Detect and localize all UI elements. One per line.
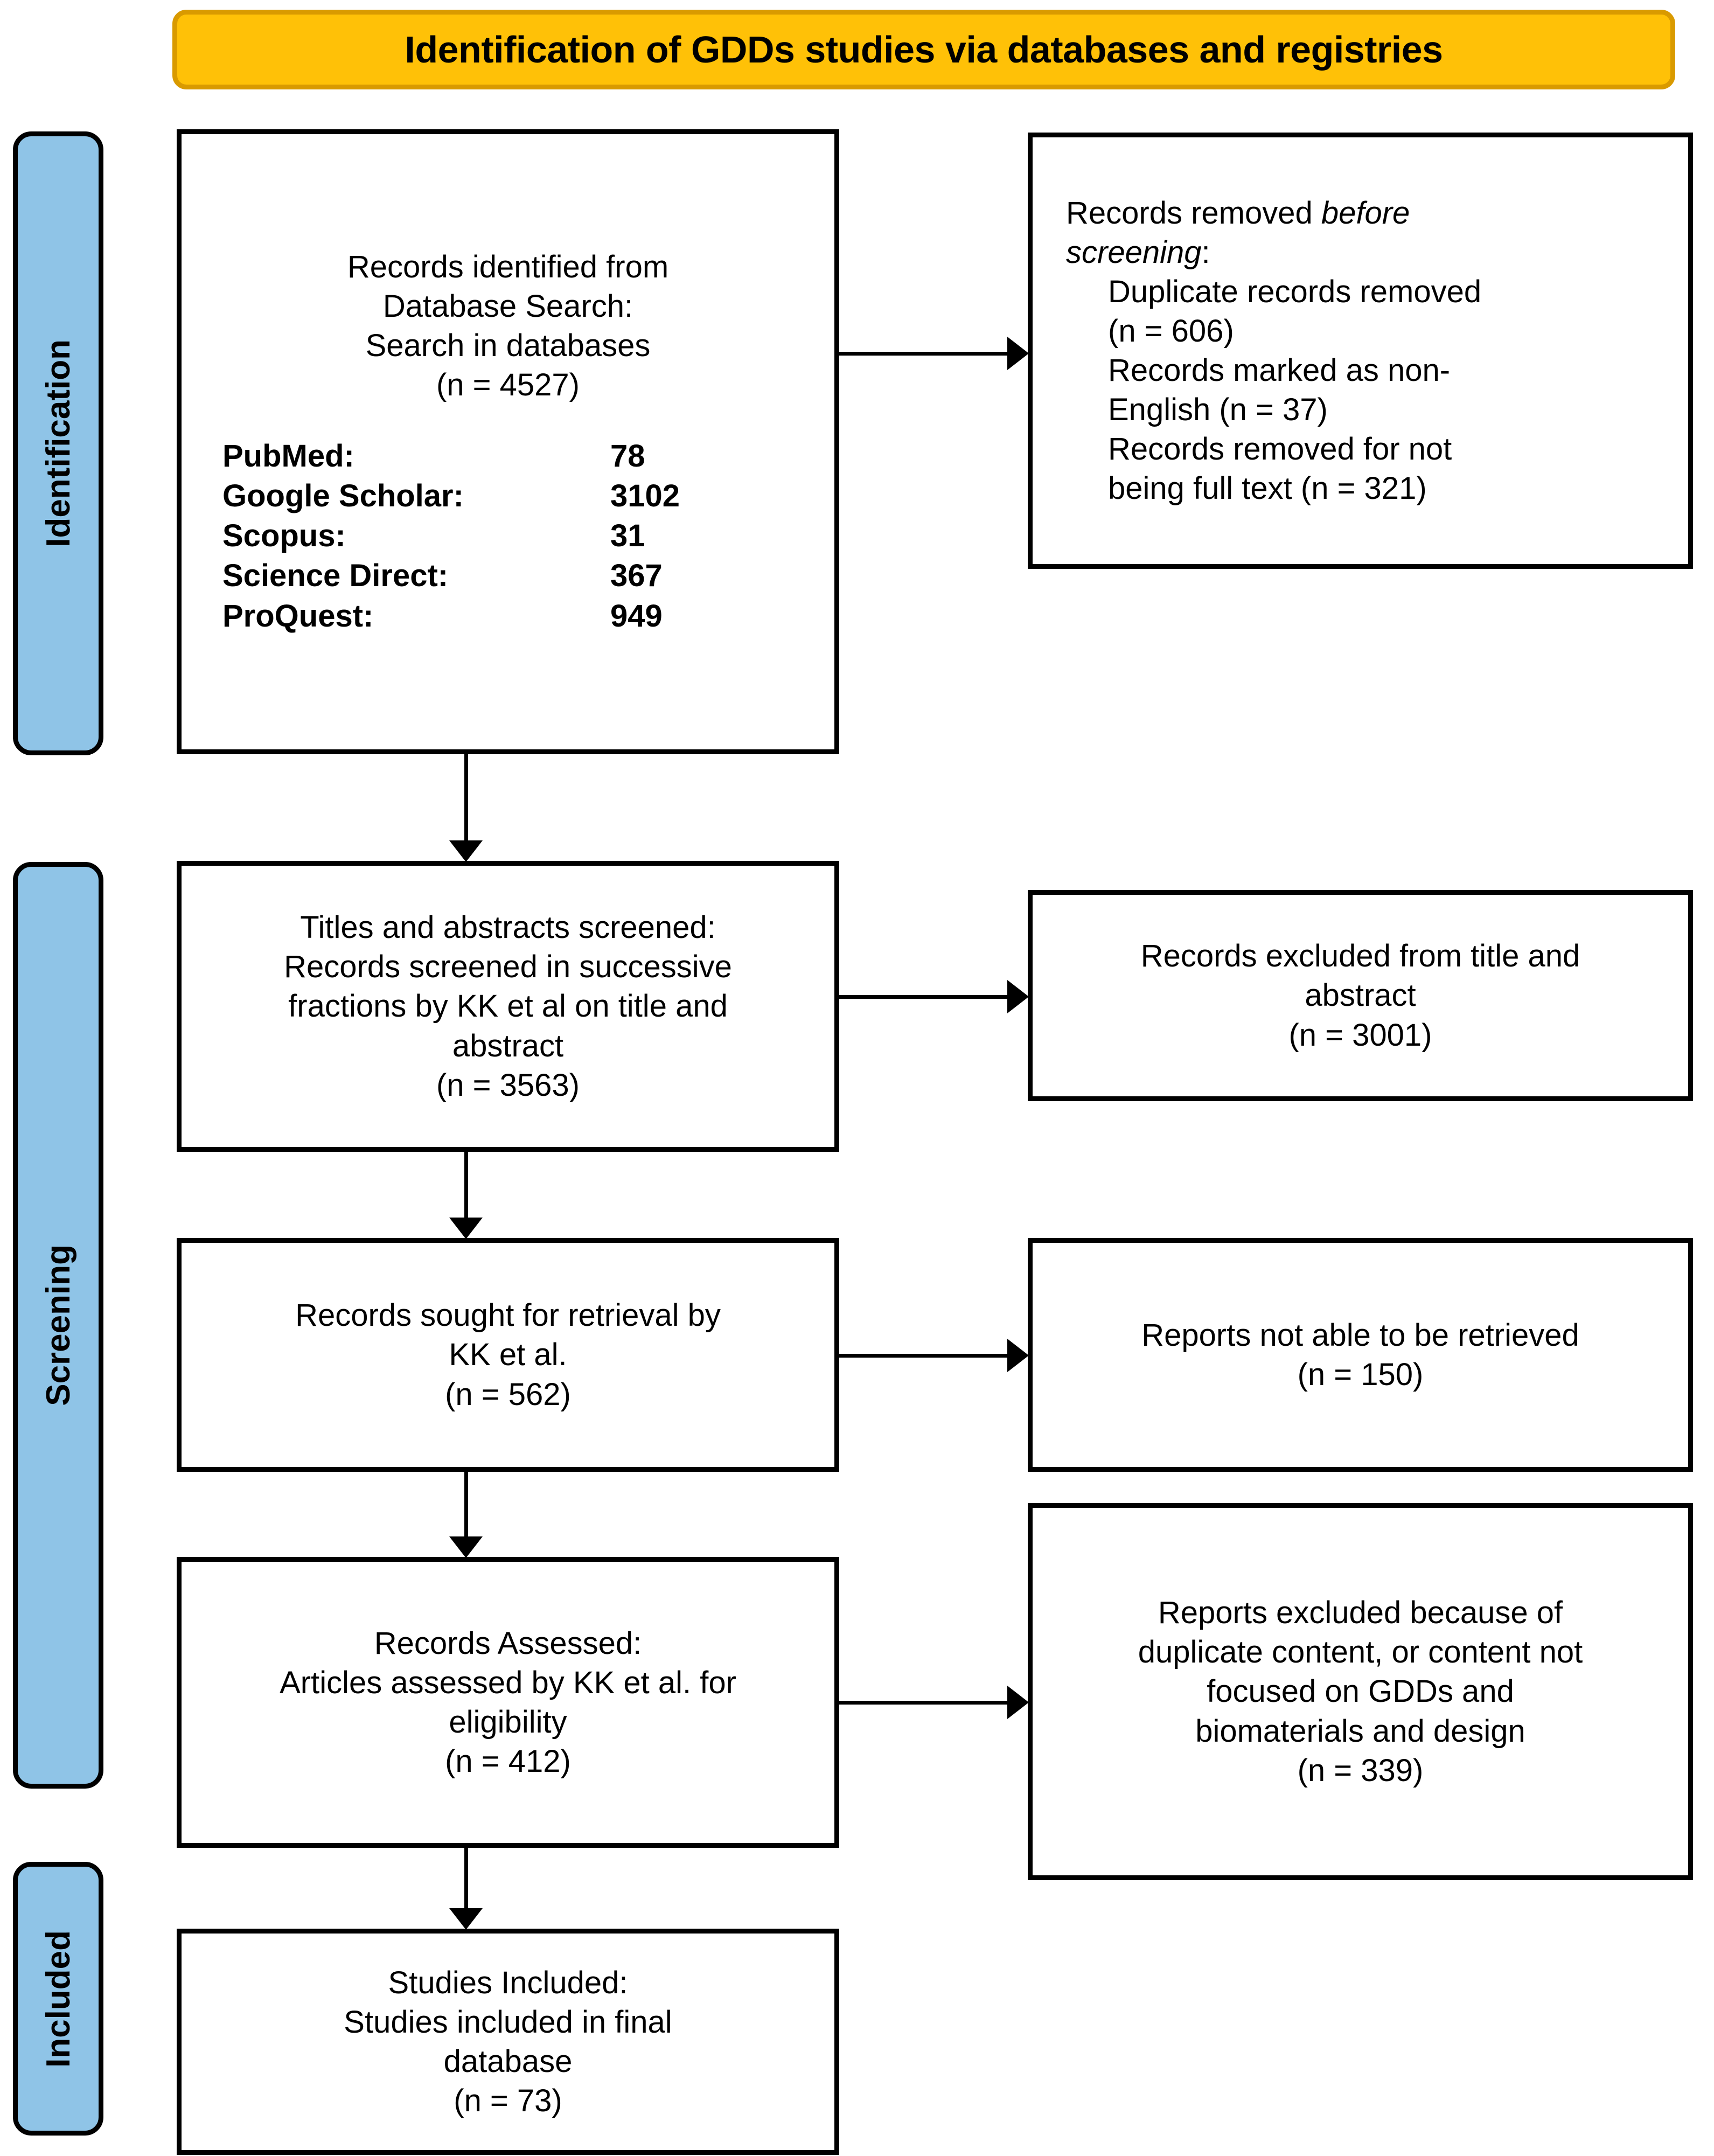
box-records-assessed: Records Assessed: Articles assessed by K… [177, 1557, 839, 1848]
arrow-down-sought-to-assessed [449, 1472, 483, 1558]
database-name: Google Scholar: [222, 478, 464, 513]
sought-retrieval-line-2: KK et al. [449, 1337, 567, 1373]
arrow-head-down-icon [449, 840, 483, 862]
titles-screened-line-3: fractions by KK et al on title and [288, 989, 728, 1024]
arrow-shaft [839, 994, 1008, 999]
box-reports-not-retrieved: Reports not able to be retrieved (n = 15… [1028, 1238, 1693, 1472]
excluded-title-line-1: Records excluded from title and [1140, 938, 1580, 974]
diagram-title-banner: Identification of GDDs studies via datab… [172, 10, 1675, 89]
records-assessed-line-3: eligibility [449, 1705, 567, 1740]
records-removed-heading-prefix: Records removed [1066, 195, 1321, 231]
arrow-head-down-icon [449, 1908, 483, 1930]
records-assessed-line-1: Records Assessed: [374, 1625, 642, 1661]
phase-bar-screening: Screening [13, 862, 103, 1789]
arrow-right-screened-to-excluded [839, 979, 1029, 1014]
records-removed-heading-line-1: Records removed before [1033, 193, 1688, 233]
page-title: Identification of GDDs studies via datab… [405, 29, 1443, 71]
arrow-shaft [839, 351, 1008, 356]
records-removed-heading-italic-2: screening [1066, 234, 1202, 270]
database-count: 78 [610, 438, 645, 474]
phase-label-screening: Screening [39, 1244, 77, 1406]
box-records-excluded-title-abstract: Records excluded from title and abstract… [1028, 890, 1693, 1101]
table-row: Science Direct: 367 [222, 556, 793, 596]
records-removed-heading-line-2: screening: [1033, 233, 1688, 272]
arrow-shaft [464, 1472, 468, 1538]
arrow-head-down-icon [449, 1218, 483, 1239]
database-count: 3102 [610, 478, 680, 513]
box-records-identified: Records identified from Database Search:… [177, 129, 839, 754]
database-name: Scopus: [222, 518, 346, 554]
database-count: 367 [610, 558, 663, 594]
database-name: ProQuest: [222, 598, 374, 634]
records-removed-count-duplicates: (n = 606) [1108, 313, 1234, 349]
arrow-right-assessed-to-reports-excluded [839, 1685, 1029, 1720]
arrow-down-identified-to-screened [449, 754, 483, 862]
box-studies-included: Studies Included: Studies included in fi… [177, 1929, 839, 2155]
arrow-head-right-icon [1007, 1686, 1029, 1719]
box-titles-and-abstracts-screened: Titles and abstracts screened: Records s… [177, 861, 839, 1152]
table-row: PubMed: 78 [222, 436, 793, 476]
records-removed-item-non-english: Records marked as non- [1108, 353, 1451, 388]
database-count: 31 [610, 518, 645, 554]
arrow-right-identified-to-removed [839, 336, 1029, 371]
not-retrieved-count: (n = 150) [1297, 1357, 1424, 1392]
records-assessed-line-2: Articles assessed by KK et al. for [280, 1665, 736, 1700]
records-identified-count: (n = 4527) [436, 367, 580, 403]
arrow-down-assessed-to-included [449, 1848, 483, 1930]
sought-retrieval-line-1: Records sought for retrieval by [295, 1298, 721, 1333]
database-counts-table: PubMed: 78 Google Scholar: 3102 Scopus: … [182, 436, 834, 636]
arrow-shaft [839, 1700, 1008, 1705]
arrow-right-sought-to-not-retrieved [839, 1338, 1029, 1373]
arrow-shaft [464, 1848, 468, 1909]
records-removed-heading-italic: before [1321, 195, 1410, 231]
records-removed-heading-suffix: : [1201, 234, 1210, 270]
sought-retrieval-count: (n = 562) [445, 1376, 571, 1412]
records-removed-count-not-full-text: being full text (n = 321) [1108, 471, 1427, 506]
phase-bar-included: Included [13, 1862, 103, 2136]
reports-excluded-count: (n = 339) [1297, 1752, 1424, 1788]
titles-screened-line-2: Records screened in successive [284, 949, 732, 985]
records-removed-item-duplicates: Duplicate records removed [1108, 274, 1482, 309]
database-name: Science Direct: [222, 558, 449, 594]
records-identified-line-2: Database Search: [382, 289, 633, 324]
records-identified-line-1: Records identified from [347, 249, 669, 285]
titles-screened-count: (n = 3563) [436, 1067, 580, 1103]
phase-bar-identification: Identification [13, 131, 103, 755]
arrow-head-right-icon [1007, 337, 1029, 370]
records-removed-count-non-english: English (n = 37) [1108, 392, 1328, 428]
box-reports-excluded: Reports excluded because of duplicate co… [1028, 1503, 1693, 1880]
phase-label-included: Included [39, 1930, 77, 2068]
titles-screened-line-1: Titles and abstracts screened: [300, 910, 716, 945]
arrow-head-right-icon [1007, 980, 1029, 1013]
reports-excluded-line-1: Reports excluded because of [1158, 1595, 1563, 1631]
reports-excluded-line-4: biomaterials and design [1195, 1713, 1525, 1749]
records-removed-item-not-full-text: Records removed for not [1108, 432, 1452, 467]
excluded-title-count: (n = 3001) [1288, 1017, 1432, 1053]
studies-included-count: (n = 73) [454, 2083, 562, 2119]
not-retrieved-line-1: Reports not able to be retrieved [1141, 1317, 1579, 1353]
records-assessed-count: (n = 412) [445, 1744, 571, 1779]
studies-included-line-2: Studies included in final [344, 2004, 672, 2040]
arrow-down-screened-to-sought [449, 1152, 483, 1239]
arrow-shaft [464, 1152, 468, 1219]
arrow-head-down-icon [449, 1536, 483, 1558]
reports-excluded-line-2: duplicate content, or content not [1138, 1635, 1583, 1670]
table-row: Google Scholar: 3102 [222, 476, 793, 516]
box-records-removed-before-screening: Records removed before screening: Duplic… [1028, 133, 1693, 569]
records-identified-line-3: Search in databases [365, 328, 651, 364]
arrow-shaft [839, 1353, 1008, 1358]
phase-label-identification: Identification [39, 339, 77, 547]
table-row: Scopus: 31 [222, 516, 793, 556]
database-name: PubMed: [222, 438, 354, 474]
box-records-sought-for-retrieval: Records sought for retrieval by KK et al… [177, 1238, 839, 1472]
database-count: 949 [610, 598, 663, 634]
reports-excluded-line-3: focused on GDDs and [1207, 1674, 1514, 1709]
excluded-title-line-2: abstract [1305, 978, 1416, 1013]
studies-included-line-1: Studies Included: [388, 1965, 628, 2000]
arrow-head-right-icon [1007, 1339, 1029, 1372]
studies-included-line-3: database [443, 2044, 573, 2079]
titles-screened-line-4: abstract [452, 1028, 564, 1063]
table-row: ProQuest: 949 [222, 596, 793, 636]
arrow-shaft [464, 754, 468, 841]
